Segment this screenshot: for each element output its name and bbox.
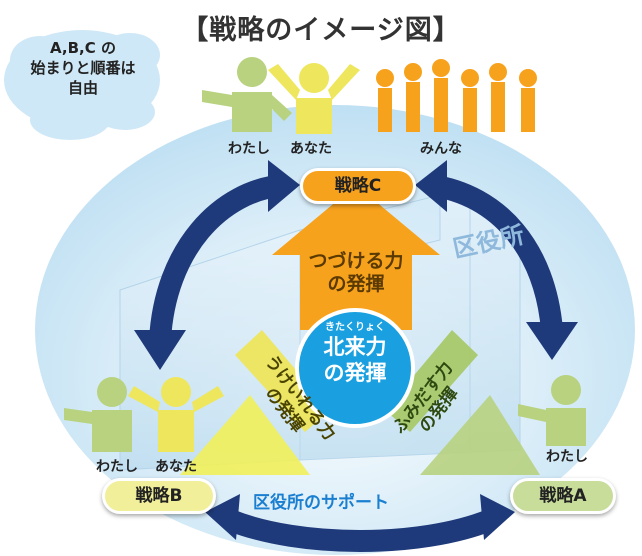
label-watashi-right: わたし xyxy=(546,449,588,465)
right-arrow xyxy=(385,330,478,432)
cloud-line-2: 始まりと順番は xyxy=(30,59,136,77)
cloud-note: A,B,C の 始まりと順番は 自由 xyxy=(8,38,158,98)
cloud-line-3: 自由 xyxy=(67,79,98,97)
center-circle xyxy=(295,308,415,428)
center-line-1: 北来力 xyxy=(323,335,387,359)
left-triangle xyxy=(180,395,310,475)
people-minna-icon xyxy=(376,59,537,132)
label-watashi-left: わたし xyxy=(96,459,138,475)
right-triangle xyxy=(420,395,540,475)
label-anata-left: あなた xyxy=(155,459,197,475)
person-watashi-right-icon xyxy=(518,375,586,446)
strategy-b-badge: 戦略B xyxy=(102,478,216,514)
label-watashi-top: わたし xyxy=(228,141,270,157)
center-ruby: きたくりょく xyxy=(325,322,385,333)
cycle-arrows xyxy=(149,174,563,552)
up-arrow-line-2: の発揮 xyxy=(327,273,385,295)
arrow-heads xyxy=(134,160,578,540)
page-title: 【戦略のイメージ図】 xyxy=(181,15,461,46)
support-label: 区役所のサポート xyxy=(253,493,389,513)
strategy-c-badge: 戦略C xyxy=(300,168,416,204)
label-minna: みんな xyxy=(420,141,462,157)
cloud-line-1: A,B,C の xyxy=(50,39,116,57)
left-arrow xyxy=(235,330,330,432)
person-anata-top-icon xyxy=(268,63,360,134)
strategy-a-badge: 戦略A xyxy=(510,478,616,514)
up-arrow-line-1: つづける力 xyxy=(308,250,404,272)
person-watashi-top-icon xyxy=(202,57,292,132)
label-anata-top: あなた xyxy=(290,141,332,157)
center-line-2: の発揮 xyxy=(323,361,387,385)
cloud-bubble xyxy=(4,30,160,140)
person-anata-left-icon xyxy=(128,377,224,452)
center-text: きたくりょく 北来力 の発揮 xyxy=(297,322,413,386)
up-arrow xyxy=(272,185,440,330)
up-arrow-text: つづける力 の発揮 xyxy=(300,250,412,296)
person-watashi-left-icon xyxy=(64,377,132,452)
